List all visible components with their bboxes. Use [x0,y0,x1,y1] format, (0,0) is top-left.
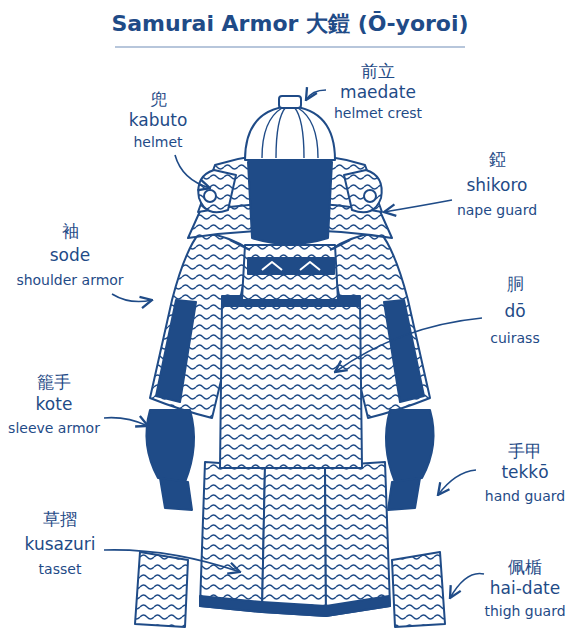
kanji-label: 兜 [150,90,167,110]
thigh-guard [392,552,445,627]
sleeve-armor [386,410,434,482]
leader-arrow [104,550,240,572]
helmet-plates [262,107,318,158]
leader-arrow [112,294,152,302]
romaji-label: sode [50,246,91,266]
romaji-label: dō [504,302,525,322]
romaji-label: maedate [340,83,416,103]
helmet-bowl [245,106,335,160]
kanji-label: 胴 [507,275,524,295]
tasset-hem [200,596,262,612]
english-label: thigh guard [484,603,565,619]
leader-arrow [450,574,484,599]
romaji-label: hai-date [490,579,560,599]
tasset-panel [262,466,326,616]
romaji-label: kote [36,395,73,415]
romaji-label: shikoro [466,176,527,196]
english-label: hand guard [485,488,565,504]
leader-arrow [306,90,326,100]
romaji-label: kusazuri [25,535,96,555]
english-label: shoulder armor [16,272,123,288]
romaji-label: kabuto [129,111,188,131]
kanji-label: 手甲 [508,442,542,462]
leader-arrow [384,200,452,212]
thigh-guard [135,552,188,627]
kanji-label: 錏 [489,150,506,170]
helmet-wing [344,170,382,212]
helmet-wing-curl [204,190,216,202]
cuirass [220,300,362,468]
helmet-face [248,162,332,244]
tasset-hem [326,596,390,616]
english-label: helmet crest [334,105,422,121]
kanji-label: 佩楯 [508,558,542,578]
shoulder-shadow [156,300,196,402]
helmet-wing [198,170,236,212]
english-label: cuirass [490,330,539,346]
english-label: helmet [133,134,182,150]
title: Samurai Armor 大鎧 (Ō-yoroi) [111,11,468,37]
english-label: nape guard [457,202,537,218]
english-label: tasset [39,561,82,577]
tasset-panel [325,462,390,616]
leader-arrow [335,318,482,372]
kanji-label: 草摺 [43,510,77,530]
leader-arrow [438,470,476,495]
chest-band [248,258,334,274]
chest-plate [242,245,338,300]
romaji-label: tekkō [501,463,548,483]
sleeve-armor [146,410,194,482]
helmet-wing-curl [364,190,376,202]
english-label: sleeve armor [8,420,100,436]
kanji-label: 袖 [62,222,79,242]
helmet-top [279,96,301,108]
leader-arrow [175,155,210,188]
chest-motif [262,262,320,270]
kanji-label: 籠手 [37,373,71,393]
shoulder-shadow [384,300,424,402]
hand-guard [388,478,420,510]
leader-arrow [104,418,148,426]
tasset-hem [262,602,326,616]
kanji-label: 前立 [361,62,395,82]
hand-guard [160,478,192,510]
title-rule [115,46,465,48]
tasset-panel [200,462,265,612]
